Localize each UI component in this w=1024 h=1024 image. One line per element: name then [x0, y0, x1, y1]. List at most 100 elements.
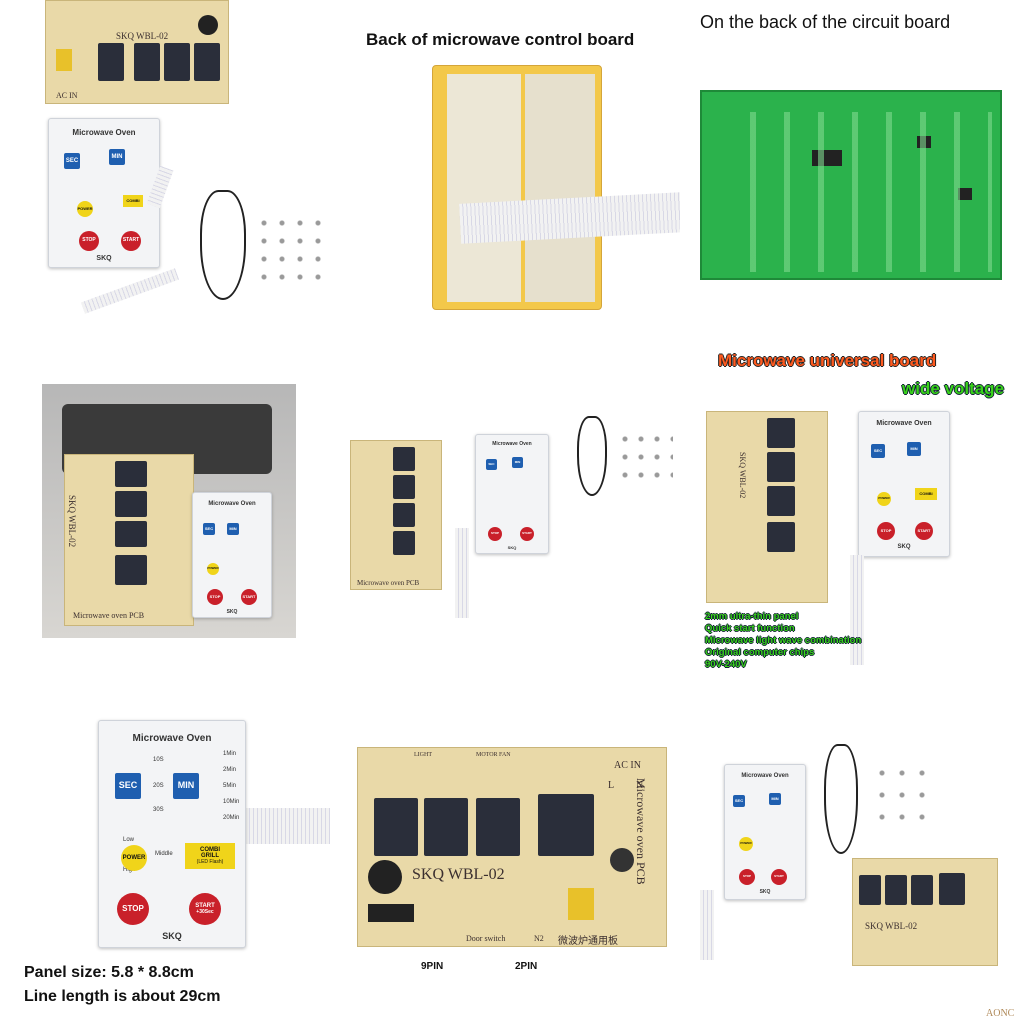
pcb-model-label: SKQ WBL-02: [738, 452, 747, 499]
ribbon-cable: [700, 890, 714, 960]
tile-universal-board: Microwave universal board wide voltage S…: [700, 345, 1024, 675]
power-key: POWER: [877, 492, 891, 506]
feature-item: 2mm ultra-thin panel: [705, 611, 799, 622]
feature-item: Microwave light wave combination: [705, 635, 862, 646]
wire-harness: [577, 416, 607, 496]
sec-key: SEC: [733, 795, 745, 807]
tile-green-board: On the back of the circuit board: [690, 0, 1024, 300]
brand-label: SKQ: [226, 609, 238, 615]
min-mark: 20Min: [223, 815, 240, 821]
relay: [767, 522, 795, 552]
power-key: POWER: [77, 201, 93, 217]
relay: [393, 503, 415, 527]
sec-key: SEC: [203, 523, 215, 535]
start-key: START: [121, 231, 141, 251]
wire-harness: [200, 190, 246, 300]
brand-label: SKQ: [897, 544, 911, 550]
terminals: [255, 214, 325, 284]
control-panel: Microwave Oven SEC MIN POWER STOP START …: [724, 764, 806, 900]
min-mark: 2Min: [223, 767, 237, 773]
caption-panel-size: Panel size: 5.8 * 8.8cm: [24, 964, 194, 981]
panel-title: Microwave Oven: [741, 773, 789, 779]
relay: [164, 43, 190, 81]
control-panel: Microwave Oven SEC MIN POWER COMBI STOP …: [858, 411, 950, 557]
relay: [115, 521, 147, 547]
relay: [939, 873, 965, 905]
caption-2pin: 2PIN: [515, 961, 538, 972]
foam-pad-left: [447, 74, 521, 302]
combi-grill-key: COMBI GRILL (LED Flash): [185, 843, 235, 869]
start-key: START: [241, 589, 257, 605]
sec-mark: 10S: [153, 757, 164, 763]
relay: [885, 875, 907, 905]
stop-key: STOP: [79, 231, 99, 251]
pcb-board-large: LIGHT MOTOR FAN SKQ WBL-02 Microwave ove…: [357, 747, 667, 947]
stop-key: STOP: [207, 589, 223, 605]
light-label: LIGHT: [414, 752, 432, 758]
tile-board-closeup: LIGHT MOTOR FAN SKQ WBL-02 Microwave ove…: [355, 745, 670, 980]
brand-label: SKQ: [507, 545, 517, 550]
brand-label: SKQ: [96, 255, 112, 262]
combi-grill-key: COMBI: [123, 195, 143, 207]
panel-title: Microwave Oven: [132, 733, 212, 744]
tile-back-of-board: Back of microwave control board: [350, 20, 680, 330]
power-key: POWER: [739, 837, 753, 851]
relay: [115, 461, 147, 487]
feature-list: 2mm ultra-thin panel Quick start functio…: [705, 611, 861, 671]
acin-label: AC IN: [614, 760, 641, 771]
pcb-board: Microwave oven PCB: [350, 440, 442, 590]
caption-back-of-board: Back of microwave control board: [366, 30, 635, 49]
wire-harness: [824, 744, 858, 854]
tile-product-kit-1: SKQ WBL-02 AC IN Microwave Oven SEC MIN …: [40, 0, 340, 340]
pcb-text: Microwave oven PCB: [634, 778, 648, 885]
ribbon-cable: [455, 528, 469, 618]
start-label: START: [195, 903, 215, 910]
watermark: AONC: [986, 1008, 1015, 1019]
l-label: L: [608, 780, 615, 791]
n-label: N: [636, 780, 644, 791]
sec-key: SEC: [486, 459, 497, 470]
relay: [393, 447, 415, 471]
caption-wide-voltage: wide voltage: [902, 379, 1005, 398]
start-key: START: [771, 869, 787, 885]
green-pcb: [700, 90, 1002, 280]
min-key: MIN: [109, 149, 125, 165]
relay: [538, 794, 594, 856]
pcb-board: SKQ WBL-02: [852, 858, 998, 966]
caption-9pin: 9PIN: [421, 961, 444, 972]
caption-universal-board: Microwave universal board: [718, 351, 937, 370]
tile-board-photo: SKQ WBL-02 Microwave oven PCB Microwave …: [42, 384, 296, 638]
stop-key: STOP: [117, 893, 149, 925]
copper-traces: [722, 112, 992, 272]
panel-title: Microwave Oven: [876, 420, 932, 427]
brand-label: SKQ: [162, 931, 182, 941]
buzzer: [368, 860, 402, 894]
tile-product-kit-3: Microwave Oven SEC MIN POWER STOP START …: [700, 740, 1024, 1024]
min-key: MIN: [512, 457, 523, 468]
transformer: [568, 888, 594, 920]
min-key: MIN: [227, 523, 239, 535]
relay: [476, 798, 520, 856]
cn2-label: N2: [534, 934, 544, 943]
door-switch-label: Door switch: [466, 934, 506, 943]
tile-panel-size: Microwave Oven SEC MIN 10S 20S 30S 1Min …: [20, 690, 330, 1024]
ribbon-cable: [850, 555, 864, 665]
relay: [911, 875, 933, 905]
brand-label: SKQ: [759, 889, 771, 895]
pcb-model-label: SKQ WBL-02: [67, 495, 77, 548]
start-key: START: [915, 522, 933, 540]
led-flash-label: (LED Flash): [196, 858, 224, 865]
pcb-board-small: SKQ WBL-02 AC IN: [45, 0, 229, 104]
pcb-board: SKQ WBL-02: [706, 411, 828, 603]
sec-key: SEC: [115, 773, 141, 799]
relay: [98, 43, 124, 81]
panel-title: Microwave Oven: [208, 501, 256, 507]
relay: [767, 486, 795, 516]
combi-label: COMBI: [200, 847, 220, 854]
chinese-label: 微波炉通用板: [558, 936, 618, 947]
transformer: [56, 49, 72, 71]
feature-item: Original computer chips: [705, 647, 815, 658]
acin-label: AC IN: [56, 91, 78, 100]
buzzer: [198, 15, 218, 35]
control-panel: Microwave Oven SEC MIN POWER STOP START …: [192, 492, 272, 618]
